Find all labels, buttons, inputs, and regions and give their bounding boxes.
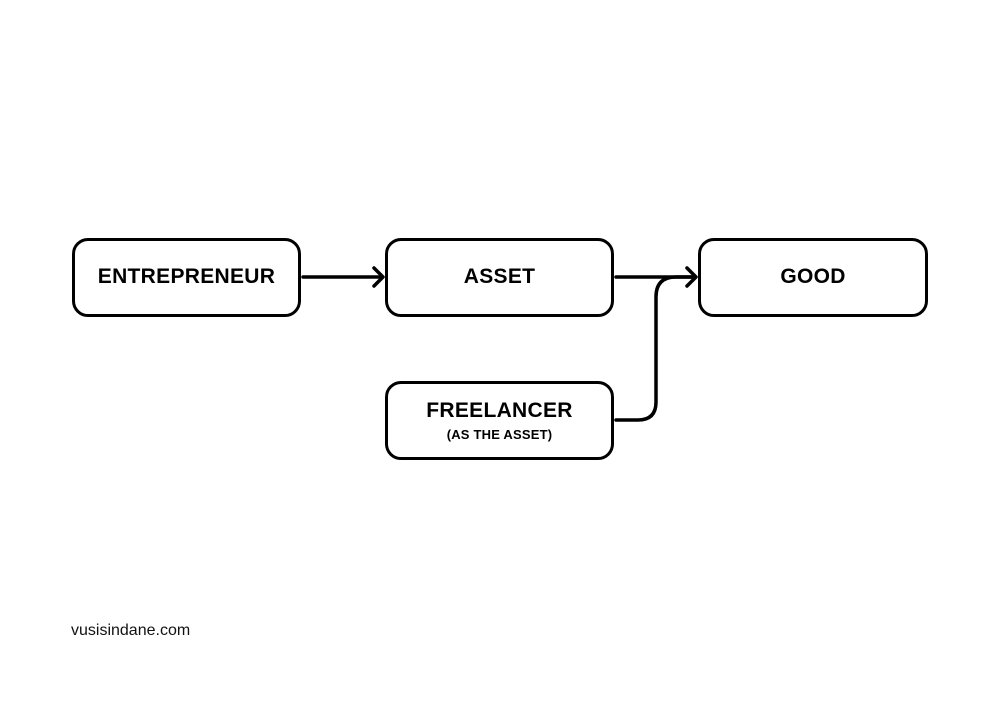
node-good: GOOD (698, 238, 928, 317)
node-entrepreneur: ENTREPRENEUR (72, 238, 301, 317)
edge-freelancer-to-good (614, 275, 697, 422)
node-freelancer-label: FREELANCER (426, 398, 573, 422)
node-good-label: GOOD (780, 265, 846, 289)
arrowhead-good-icon (685, 266, 698, 288)
footer-website: vusisindane.com (71, 622, 191, 639)
node-entrepreneur-label: ENTREPRENEUR (97, 265, 276, 289)
node-freelancer-sublabel: (AS THE ASSET) (446, 427, 553, 443)
node-freelancer: FREELANCER (AS THE ASSET) (385, 381, 614, 460)
arrowhead-asset-icon (372, 266, 385, 288)
node-asset: ASSET (385, 238, 614, 317)
node-asset-label: ASSET (463, 265, 536, 289)
